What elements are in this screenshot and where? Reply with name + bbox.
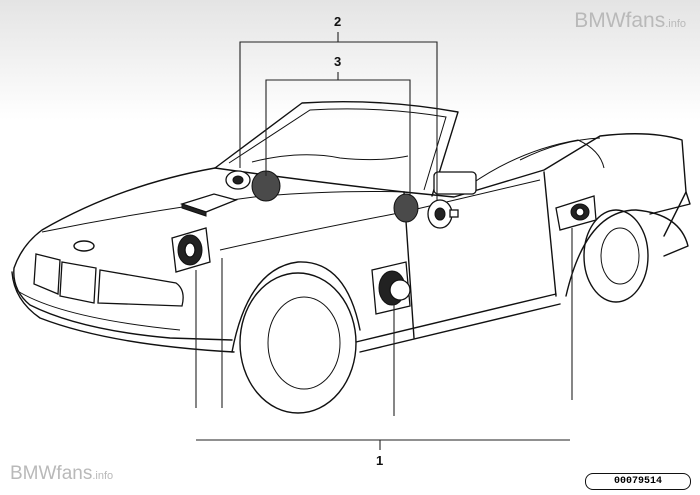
document-number: 00079514 bbox=[585, 473, 691, 490]
door-mesh-tweeter bbox=[393, 193, 419, 223]
watermark-bottom: BMWfans.info bbox=[10, 463, 113, 485]
rear-side-speaker bbox=[555, 195, 597, 231]
callout-label-2: 2 bbox=[334, 14, 342, 29]
door-tweeter bbox=[427, 199, 459, 229]
watermark-top: BMWfans.info bbox=[574, 9, 686, 33]
car-body bbox=[11, 133, 691, 414]
callout-label-1: 1 bbox=[376, 453, 384, 468]
watermark-bottom-brand: BMWfans bbox=[10, 463, 93, 484]
front-woofer bbox=[171, 227, 211, 273]
callout-label-3: 3 bbox=[334, 54, 342, 69]
amplifier-module bbox=[179, 193, 239, 217]
dash-tweeter-left bbox=[225, 170, 251, 190]
watermark-top-suffix: .info bbox=[665, 18, 686, 30]
watermark-top-brand: BMWfans bbox=[574, 9, 666, 32]
door-speaker bbox=[371, 261, 411, 315]
callout-leaders bbox=[195, 32, 573, 450]
windshield bbox=[214, 101, 459, 197]
watermark-bottom-suffix: .info bbox=[92, 470, 114, 482]
audio-components bbox=[171, 170, 597, 315]
